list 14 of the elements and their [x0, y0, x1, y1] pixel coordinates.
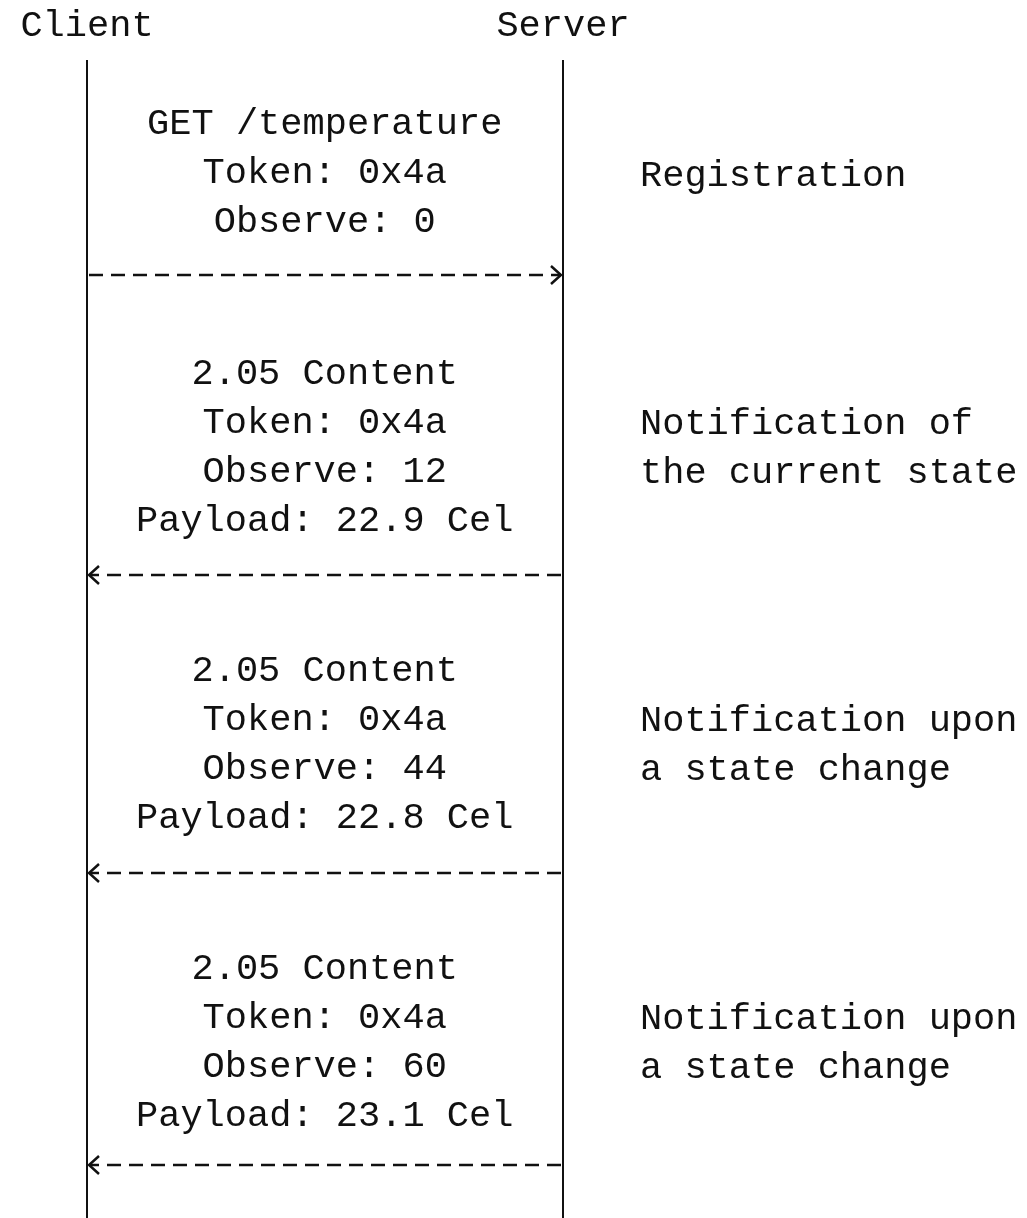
note-text: Notification upon a state change	[640, 699, 1018, 793]
arrow	[87, 564, 561, 586]
note-text: Registration	[640, 154, 908, 199]
message-label: 2.05 Content Token: 0x4a Observe: 12 Payload: 22.9 Cel	[136, 352, 514, 544]
arrow	[87, 862, 561, 884]
message-label: GET /temperature Token: 0x4a Observe: 0	[146, 102, 504, 245]
arrow	[89, 264, 563, 286]
note-text: Notification of the current state	[640, 402, 1018, 496]
message-label: 2.05 Content Token: 0x4a Observe: 60 Payload: 23.1 Cel	[136, 947, 514, 1139]
message-label: 2.05 Content Token: 0x4a Observe: 44 Payload: 22.8 Cel	[136, 649, 514, 841]
participant-label: Client	[19, 4, 155, 49]
participant-label: Server	[495, 4, 631, 49]
note-text: Notification upon a state change	[640, 997, 1018, 1091]
arrow	[87, 1154, 561, 1176]
